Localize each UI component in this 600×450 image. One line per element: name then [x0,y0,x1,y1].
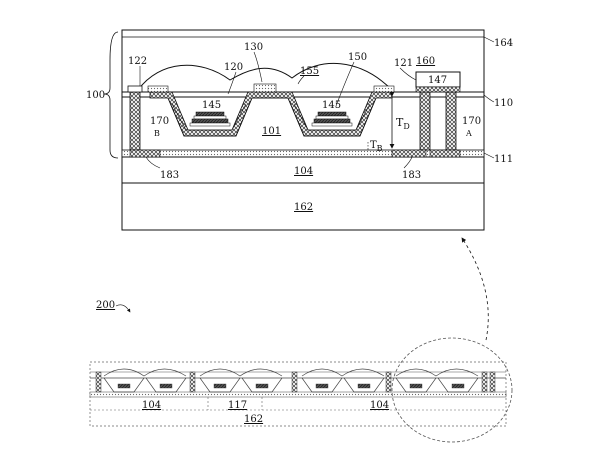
label-104-right: 104 [370,400,389,411]
device-145-right [311,111,353,127]
overview-vias [95,371,496,393]
label-155: 155 [300,66,319,77]
pad-130 [253,83,277,93]
device-145-left [189,111,231,127]
label-183-left: 183 [160,170,179,181]
label-130: 130 [244,42,263,53]
label-183-right: 183 [402,170,421,181]
via-right-2 [445,91,457,151]
label-121: 121 [394,58,413,69]
pad-left [147,85,169,93]
magnify-arrow [461,237,489,341]
label-111: 111 [494,154,513,165]
leader-200 [115,304,131,313]
label-104-left: 104 [142,400,161,411]
label-145-left: 145 [202,100,221,111]
label-120: 120 [224,62,243,73]
trench-liner [167,97,377,137]
label-145-right: 145 [322,100,341,111]
label-100: 100 [86,90,105,101]
overview-view: 200 [89,300,513,443]
magnifier-circle [391,337,513,443]
label-101: 101 [262,126,281,137]
substrate-104-top [121,156,485,184]
leader-lines [139,36,495,169]
pad-183-left [129,149,161,158]
label-104-top: 104 [294,166,313,177]
label-160: 160 [416,56,435,67]
label-162-top: 162 [294,202,313,213]
overview-layer-111 [89,391,507,398]
label-170-left: 170 [150,116,169,127]
pad-183-right2 [429,149,461,158]
label-170-right: 170 [462,116,481,127]
detail-view: 100 164 122 130 155 150 120 121 160 147 … [86,29,513,231]
pad-right [373,85,395,93]
overview-cells [103,368,479,393]
pad-183-right [391,149,427,158]
label-110: 110 [494,98,513,109]
label-A: A [465,129,472,138]
trench-liner-inner [171,103,371,131]
via-left [129,91,141,151]
bracket-100 [103,31,119,159]
label-122: 122 [128,56,147,67]
label-TB: TB [370,140,383,153]
label-164: 164 [494,38,513,49]
via-right-1 [419,91,431,151]
label-200: 200 [96,300,115,311]
base-162-top [121,182,485,231]
label-147: 147 [428,75,447,86]
label-117: 117 [228,400,247,411]
label-B: B [154,129,160,138]
label-TD: TD [396,116,410,131]
label-150: 150 [348,52,367,63]
label-162-bottom: 162 [244,414,263,425]
dome-155 [137,62,393,91]
via-left-cap [127,85,143,93]
overview-devices [117,383,465,389]
component-147-base [415,86,461,93]
